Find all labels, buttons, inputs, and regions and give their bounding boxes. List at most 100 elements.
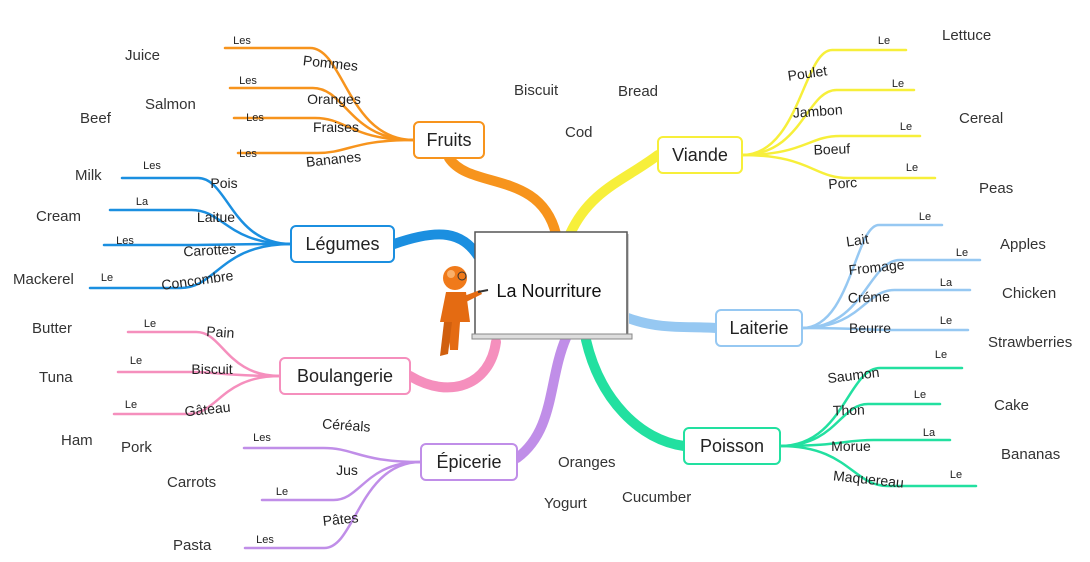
article-label: Le: [919, 211, 931, 223]
sub-topic-label: Saumon: [827, 364, 881, 386]
english-word: Biscuit: [514, 82, 559, 99]
english-word: Cod: [565, 124, 593, 141]
english-word: Apples: [1000, 236, 1046, 253]
category-label: Légumes: [305, 234, 379, 254]
sub-topic-label: Beurre: [849, 320, 891, 336]
category-node-poisson: [683, 427, 781, 465]
article-label: Les: [239, 75, 257, 87]
article-label: Le: [878, 35, 890, 47]
sub-topic-label: Porc: [828, 174, 858, 192]
sub-branch-viande-0: [740, 48, 908, 157]
sub-topic-label: Céréals: [322, 415, 371, 434]
article-label: Le: [125, 399, 137, 411]
sub-branch-viande-1: [740, 88, 916, 157]
article-label: Les: [253, 432, 271, 444]
sub-topic-label: Lait: [845, 231, 870, 250]
sub-branch-laiterie-2: [800, 288, 972, 330]
english-word: Cream: [36, 208, 81, 225]
branch-boulangerie: [405, 337, 501, 393]
sub-topic-label: Thon: [833, 401, 865, 418]
sub-branch-legumes-0: [120, 176, 293, 246]
category-label: Laiterie: [729, 318, 788, 338]
article-label: Le: [914, 389, 926, 401]
english-word: Cereal: [959, 110, 1003, 127]
english-word: Milk: [75, 167, 102, 184]
branch-epicerie: [512, 333, 571, 463]
category-node-laiterie: [715, 309, 803, 347]
article-label: La: [923, 427, 936, 439]
sub-branch-laiterie-3: [800, 326, 970, 332]
sub-topic-label: Concombre: [160, 267, 234, 293]
sub-topic-label: Pâtes: [322, 509, 359, 529]
sub-branch-epicerie-2: [243, 460, 423, 550]
sub-branch-viande-2: [740, 134, 922, 157]
english-word: Mackerel: [13, 271, 74, 288]
sub-topic-label: Jus: [336, 462, 358, 478]
sub-topic-label: Morue: [831, 438, 871, 454]
article-label: Les: [239, 148, 257, 160]
sub-branch-boulangerie-1: [116, 370, 282, 378]
sub-branch-epicerie-0: [242, 446, 423, 464]
sub-topic-label: Bananes: [305, 148, 362, 170]
english-word: Peas: [979, 180, 1013, 197]
sub-branch-poisson-1: [778, 402, 942, 448]
sub-topic-label: Fromage: [848, 256, 906, 278]
english-word: Chicken: [1002, 285, 1056, 302]
category-node-fruits: [413, 121, 485, 159]
sub-branch-legumes-3: [88, 242, 293, 290]
sub-branch-fruits-1: [228, 86, 416, 142]
article-label: Le: [276, 486, 288, 498]
english-word: Strawberries: [988, 334, 1072, 351]
sub-branch-laiterie-0: [800, 223, 944, 330]
sub-topic-label: Gâteau: [184, 399, 231, 420]
article-label: Le: [900, 121, 912, 133]
article-label: La: [940, 277, 953, 289]
sub-topic-label: Laitue: [197, 209, 235, 225]
sub-branch-viande-3: [740, 153, 937, 180]
article-label: Le: [940, 315, 952, 327]
sub-topic-label: Carottes: [183, 241, 237, 260]
english-word: Pasta: [173, 537, 212, 554]
sub-topic-label: Pois: [210, 175, 237, 191]
sub-topic-label: Créme: [848, 288, 891, 305]
branch-legumes: [389, 229, 483, 261]
article-label: La: [136, 196, 149, 208]
sub-branch-legumes-1: [108, 208, 293, 246]
english-word: Carrots: [167, 474, 216, 491]
sub-branch-fruits-0: [223, 46, 416, 142]
english-word: Oranges: [558, 454, 616, 471]
sub-topic-label: Fraises: [313, 119, 359, 135]
english-word: Bread: [618, 83, 658, 100]
english-word: Yogurt: [544, 495, 588, 512]
english-word: Juice: [125, 47, 160, 64]
category-node-epicerie: [420, 443, 518, 481]
sub-topic-label: Oranges: [307, 91, 361, 107]
english-word: Salmon: [145, 96, 196, 113]
sub-topic-label: Pommes: [302, 52, 359, 74]
category-label: Poisson: [700, 436, 764, 456]
sub-branch-poisson-2: [778, 438, 952, 448]
sub-topic-label: Jambon: [792, 101, 843, 120]
sub-branch-laiterie-1: [800, 258, 982, 330]
center-node: La Nourriture: [471, 231, 633, 340]
article-label: Les: [116, 235, 134, 247]
category-node-viande: [657, 136, 743, 174]
branch-poisson: [581, 335, 689, 451]
sub-topic-label: Pain: [206, 323, 235, 341]
sub-branch-boulangerie-0: [126, 330, 282, 378]
sub-topic-label: Maquereau: [832, 467, 904, 490]
category-node-boulangerie: [279, 357, 411, 395]
branch-laiterie: [623, 313, 721, 333]
center-label: La Nourriture: [496, 281, 601, 301]
article-label: Le: [144, 318, 156, 330]
article-label: Le: [892, 78, 904, 90]
article-label: Les: [246, 112, 264, 124]
english-word: Butter: [32, 320, 72, 337]
category-node-legumes: [290, 225, 395, 263]
english-word: Ham: [61, 432, 93, 449]
article-label: Le: [906, 162, 918, 174]
sub-topic-label: Poulet: [787, 62, 829, 83]
branch-viande: [565, 150, 663, 239]
